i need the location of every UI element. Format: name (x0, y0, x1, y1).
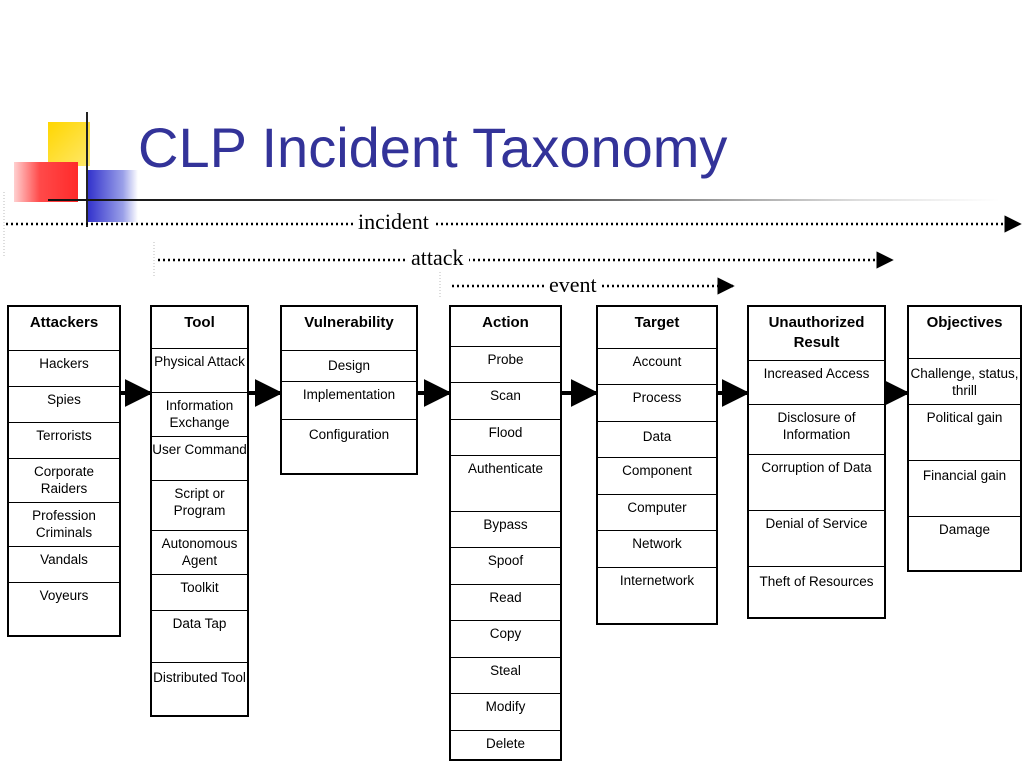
column-item: Flood (451, 420, 560, 456)
column-item: Hackers (9, 351, 119, 387)
attack-label: attack (406, 247, 469, 269)
column-item: Denial of Service (749, 511, 884, 567)
column-item: Profession Criminals (9, 503, 119, 547)
column-item: User Command (152, 437, 247, 481)
column-item: Computer (598, 495, 716, 531)
column-item: Configuration (308, 427, 390, 442)
column-header: Tool (152, 307, 247, 349)
column-attackers: Attackers Hackers Spies Terrorists Corpo… (7, 305, 121, 637)
decor-red-square (14, 162, 78, 202)
column-item: Toolkit (152, 575, 247, 611)
decor-yellow-square (48, 122, 90, 166)
column-item: Vandals (9, 547, 119, 583)
title-underline (48, 199, 1000, 201)
column-item: Spoof (451, 548, 560, 585)
decor-blue-square (88, 170, 138, 222)
column-item: Script or Program (152, 481, 247, 531)
column-item: Network (598, 531, 716, 568)
column-item: Scan (451, 383, 560, 420)
column-item: Internetwork (619, 573, 695, 588)
column-item: Financial gain (909, 461, 1020, 517)
column-vulnerability: Vulnerability Design Implementation Conf… (280, 305, 418, 475)
column-item: Probe (451, 347, 560, 383)
column-header: Vulnerability (282, 307, 416, 351)
column-item: Voyeurs (39, 588, 89, 603)
column-header: Unauthorized Result (749, 307, 884, 361)
column-unauthorized-result: Unauthorized Result Increased Access Dis… (747, 305, 886, 619)
column-item: Bypass (451, 512, 560, 548)
column-item: Authenticate (451, 456, 560, 512)
column-item: Modify (451, 694, 560, 731)
column-objectives: Objectives Challenge, status, thrill Pol… (907, 305, 1022, 572)
column-item: Implementation (282, 382, 416, 420)
column-header: Target (598, 307, 716, 349)
column-item: Physical Attack (152, 349, 247, 393)
column-item: Distributed Tool (153, 670, 246, 685)
column-target: Target Account Process Data Component Co… (596, 305, 718, 625)
column-item: Increased Access (749, 361, 884, 405)
decor-vertical-line (86, 112, 88, 227)
column-header: Attackers (9, 307, 119, 351)
column-item: Spies (9, 387, 119, 423)
page-title: CLP Incident Taxonomy (138, 116, 728, 179)
event-label: event (544, 274, 602, 296)
column-action: Action Probe Scan Flood Authenticate Byp… (449, 305, 562, 761)
column-item: Steal (451, 658, 560, 694)
column-item: Delete (485, 736, 526, 751)
column-item: Read (451, 585, 560, 621)
column-item: Corruption of Data (749, 455, 884, 511)
column-item: Data Tap (152, 611, 247, 663)
column-item: Information Exchange (152, 393, 247, 437)
column-header: Action (451, 307, 560, 347)
column-item: Corporate Raiders (9, 459, 119, 503)
column-item: Terrorists (9, 423, 119, 459)
column-tool: Tool Physical Attack Information Exchang… (150, 305, 249, 717)
column-item: Component (598, 458, 716, 495)
column-header: Objectives (909, 307, 1020, 359)
column-item: Process (598, 385, 716, 422)
column-item: Damage (938, 522, 991, 537)
column-item: Data (598, 422, 716, 458)
column-item: Copy (451, 621, 560, 658)
incident-label: incident (353, 211, 434, 233)
column-item: Political gain (909, 405, 1020, 461)
column-item: Design (282, 351, 416, 382)
column-item: Autonomous Agent (152, 531, 247, 575)
column-item: Theft of Resources (759, 574, 874, 589)
column-item: Account (598, 349, 716, 385)
column-item: Disclosure of Information (749, 405, 884, 455)
column-item: Challenge, status, thrill (909, 359, 1020, 405)
